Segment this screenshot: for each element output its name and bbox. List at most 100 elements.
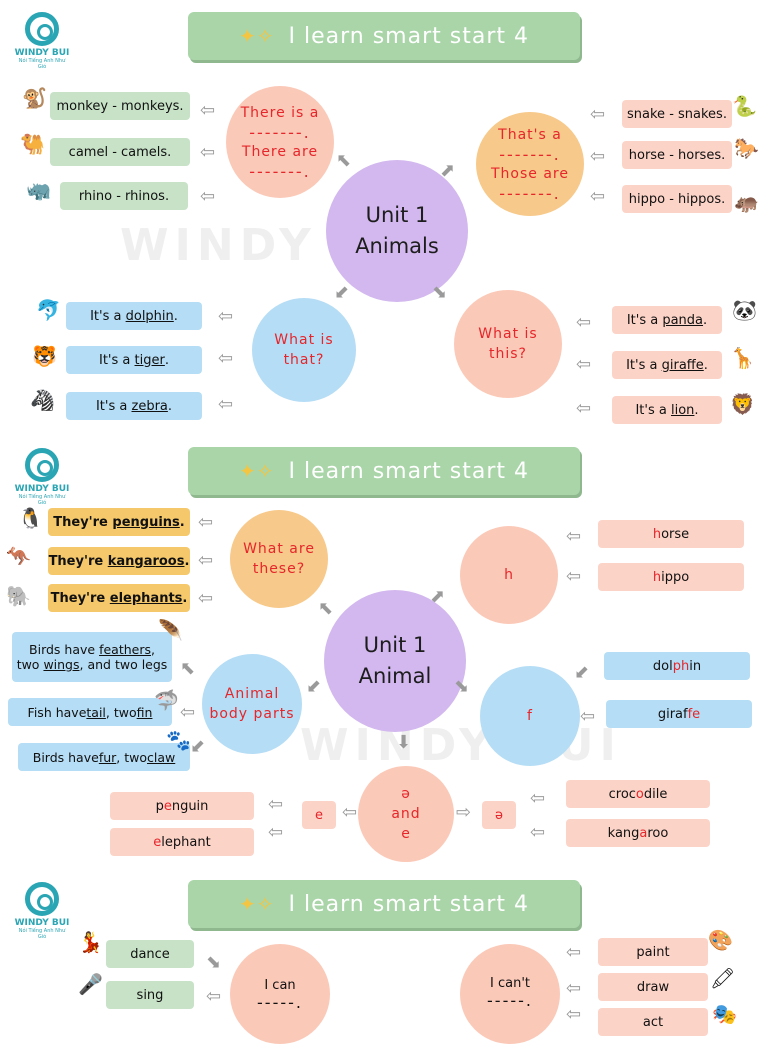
body-parts-item: Birds have fur, two claw	[18, 743, 190, 771]
its-a-text: It's a	[90, 308, 122, 324]
plural-item: rhino - rhinos.	[60, 182, 188, 210]
arrow-icon: ⬉	[180, 658, 196, 679]
blank: -----.	[487, 991, 533, 1010]
text-part: , and two legs	[79, 657, 168, 672]
camel-icon: 🐫	[20, 132, 45, 156]
arrow-icon: ⇦	[180, 702, 196, 723]
action-item: act	[598, 1008, 708, 1036]
actor-icon: 🎭	[712, 1002, 737, 1026]
unit-topic: Animal	[358, 664, 432, 688]
logo-swirl-icon	[25, 448, 59, 482]
key-word: tail	[86, 704, 106, 720]
arrow-icon: ⇦	[590, 146, 606, 167]
banner: ✦✧ I learn smart start 4	[188, 447, 580, 495]
thats-a-circle: That's a -------. Those are -------.	[476, 112, 584, 216]
action-item: paint	[598, 938, 708, 966]
sound-letter: f	[527, 708, 533, 724]
key-word: fur	[98, 749, 117, 765]
sentence-line: Birds have feathers,	[29, 642, 155, 657]
word-part: roo	[647, 825, 669, 841]
question-line: body parts	[209, 706, 295, 722]
animal-word: elephants	[109, 590, 183, 606]
horse-icon: 🐎	[734, 136, 759, 160]
action-item: sing	[106, 981, 194, 1009]
plural-item: monkey - monkeys.	[50, 92, 190, 120]
fish-fin-icon: 🦈	[154, 688, 179, 712]
action-item: draw	[598, 973, 708, 1001]
animal-word: lion	[670, 402, 695, 418]
arrow-icon: ⬋	[574, 662, 590, 683]
tiger-icon: 🐯	[32, 344, 57, 368]
banner-title: I learn smart start 4	[288, 23, 529, 49]
question-line: Animal	[224, 686, 280, 702]
monkey-icon: 🐒	[22, 86, 47, 110]
animal-word: kangaroos	[107, 553, 185, 569]
question-line: What is	[274, 332, 334, 348]
its-a-item: It's a giraffe.	[612, 351, 722, 379]
text-part: , two	[116, 749, 148, 765]
question-line: these?	[252, 561, 306, 577]
question-line: What are	[243, 541, 315, 557]
banner: ✦✧ I learn smart start 4	[188, 880, 580, 928]
arrow-icon: ⬋	[190, 736, 206, 757]
key-word: wings	[43, 657, 80, 672]
word-part: croc	[608, 786, 636, 802]
banner: ✦✧ I learn smart start 4	[188, 12, 580, 60]
sound-part: a	[639, 825, 648, 841]
zebra-icon: 🦓	[30, 388, 55, 412]
arrow-icon: ⬋	[306, 676, 322, 697]
i-cant-label: I can't	[490, 976, 530, 991]
logo: WINDY BUI Nói Tiếng Anh Như Gió	[14, 882, 70, 940]
its-a-item: It's a panda.	[612, 306, 722, 334]
arrow-icon: ⇦	[218, 394, 234, 415]
blank: -------.	[499, 145, 561, 164]
key-word: claw	[147, 749, 176, 765]
rhino-icon: 🦏	[26, 178, 51, 202]
i-cant-circle: I can't -----.	[460, 944, 560, 1044]
arrow-icon: ⇦	[198, 512, 214, 533]
arrow-icon: ⇦	[576, 312, 592, 333]
theyre-text: They're	[53, 514, 108, 530]
text-part: , two	[105, 704, 137, 720]
question-line: What is	[478, 326, 538, 342]
and-label: and	[391, 806, 421, 822]
penguin-icon: 🐧	[18, 506, 43, 530]
panda-icon: 🐼	[732, 298, 757, 322]
text-part: two	[16, 657, 44, 672]
arrow-icon: ⬊	[432, 282, 448, 303]
word-part: in	[689, 658, 702, 674]
what-are-these-circle: What are these?	[230, 510, 328, 608]
word-part: p	[155, 798, 164, 814]
arrow-icon: ⇦	[566, 566, 582, 587]
logo-name: WINDY BUI	[14, 918, 70, 928]
arrow-icon: ⇦	[590, 104, 606, 125]
arrow-icon: ⇦	[200, 142, 216, 163]
sound-letter: ə	[495, 807, 503, 823]
blank: -------.	[249, 162, 311, 181]
arrow-icon: ⬇	[396, 732, 412, 753]
animal-word: dolphin	[125, 308, 174, 324]
what-is-this-circle: What is this?	[454, 290, 562, 398]
word-rest: ippo	[661, 569, 690, 585]
arrow-icon: ⇦	[530, 822, 546, 843]
its-a-text: It's a	[626, 312, 659, 328]
arrow-icon: ⇦	[218, 306, 234, 327]
arrow-icon: ⇦	[566, 526, 582, 547]
theyre-item: They're elephants.	[48, 584, 190, 612]
arrow-icon: ⬉	[318, 598, 334, 619]
painter-icon: 🎨	[708, 928, 733, 952]
i-can-circle: I can -----.	[230, 944, 330, 1044]
body-parts-item: Fish have tail, two fin	[8, 698, 172, 726]
dancer-icon: 💃	[78, 930, 103, 954]
body-parts-circle: Animal body parts	[202, 654, 302, 754]
unit-center-circle: Unit 1 Animal	[324, 590, 466, 732]
animal-word: tiger	[134, 352, 165, 368]
logo-swirl-icon	[25, 882, 59, 916]
schwa-and-e-circle: ə and e	[358, 766, 454, 862]
arrow-icon: ⇦	[200, 186, 216, 207]
word-part: kang	[607, 825, 640, 841]
arrow-icon: ⇦	[590, 186, 606, 207]
